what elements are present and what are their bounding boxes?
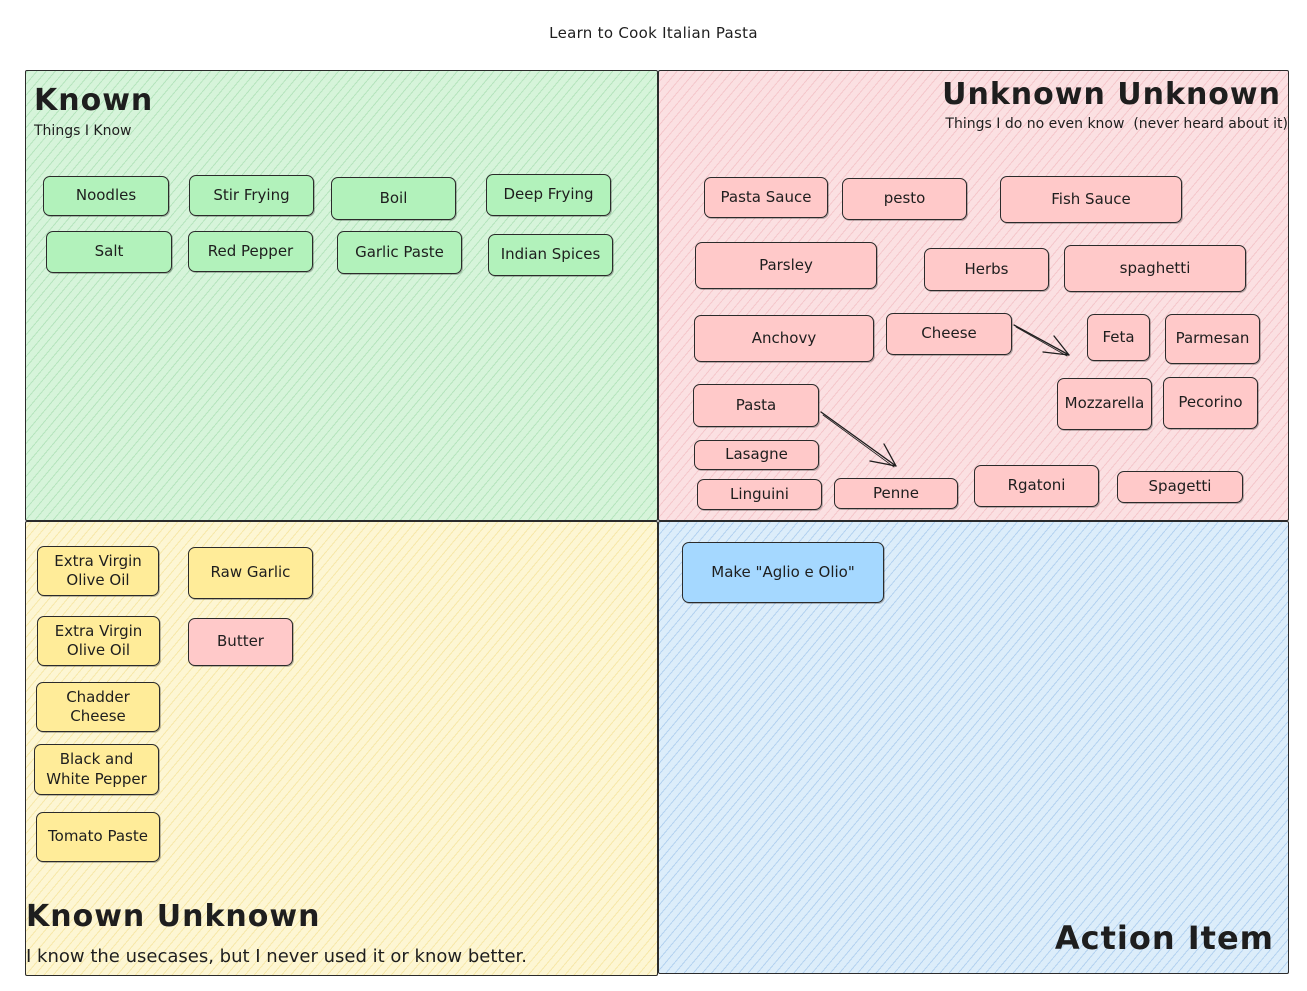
card-spagetti[interactable]: Spagetti (1117, 471, 1243, 503)
known-subtitle: Things I Know (34, 123, 132, 139)
known-unknown-heading: Known Unknown (26, 899, 321, 934)
card-pasta-sauce[interactable]: Pasta Sauce (704, 177, 828, 218)
card-cheese[interactable]: Cheese (886, 313, 1012, 355)
card-pesto[interactable]: pesto (842, 178, 967, 220)
card-spaghetti[interactable]: spaghetti (1064, 245, 1246, 292)
card-red-pepper[interactable]: Red Pepper (188, 231, 313, 272)
unknown-unknown-subtitle: Things I do no even know (never heard ab… (945, 116, 1288, 132)
card-deep-frying[interactable]: Deep Frying (486, 174, 611, 216)
quadrant-known[interactable] (25, 70, 658, 521)
card-tomato-paste[interactable]: Tomato Paste (36, 812, 160, 862)
known-unknown-subtitle: I know the usecases, but I never used it… (26, 946, 527, 967)
card-extra-virgin-olive-oil-1[interactable]: Extra Virgin Olive Oil (37, 546, 159, 596)
card-pasta[interactable]: Pasta (693, 384, 819, 427)
unknown-unknown-heading: Unknown Unknown (942, 77, 1281, 112)
card-stir-frying[interactable]: Stir Frying (189, 175, 314, 216)
card-parmesan[interactable]: Parmesan (1165, 314, 1260, 364)
card-raw-garlic[interactable]: Raw Garlic (188, 547, 313, 599)
card-feta[interactable]: Feta (1087, 314, 1150, 361)
card-pecorino[interactable]: Pecorino (1163, 377, 1258, 429)
card-noodles[interactable]: Noodles (43, 176, 169, 216)
card-anchovy[interactable]: Anchovy (694, 315, 874, 362)
card-linguini[interactable]: Linguini (697, 479, 822, 510)
card-garlic-paste[interactable]: Garlic Paste (337, 231, 462, 274)
quadrant-action-item[interactable] (658, 521, 1289, 974)
card-mozzarella[interactable]: Mozzarella (1057, 378, 1152, 430)
diagram-title: Learn to Cook Italian Pasta (549, 24, 758, 42)
card-lasagne[interactable]: Lasagne (694, 440, 819, 470)
card-parsley[interactable]: Parsley (695, 242, 877, 289)
card-penne[interactable]: Penne (834, 478, 958, 509)
card-salt[interactable]: Salt (46, 231, 172, 273)
card-black-and-white-pepper[interactable]: Black and White Pepper (34, 744, 159, 795)
card-rgatoni[interactable]: Rgatoni (974, 465, 1099, 507)
card-herbs[interactable]: Herbs (924, 248, 1049, 291)
card-indian-spices[interactable]: Indian Spices (488, 234, 613, 276)
card-fish-sauce[interactable]: Fish Sauce (1000, 176, 1182, 223)
card-boil[interactable]: Boil (331, 177, 456, 220)
action-item-heading: Action Item (1054, 919, 1274, 957)
known-heading: Known (34, 83, 154, 118)
card-make-aglio-e-olio[interactable]: Make "Aglio e Olio" (682, 542, 884, 603)
card-butter[interactable]: Butter (188, 618, 293, 666)
card-extra-virgin-olive-oil-2[interactable]: Extra Virgin Olive Oil (37, 616, 160, 666)
card-chadder-cheese[interactable]: Chadder Cheese (36, 682, 160, 732)
